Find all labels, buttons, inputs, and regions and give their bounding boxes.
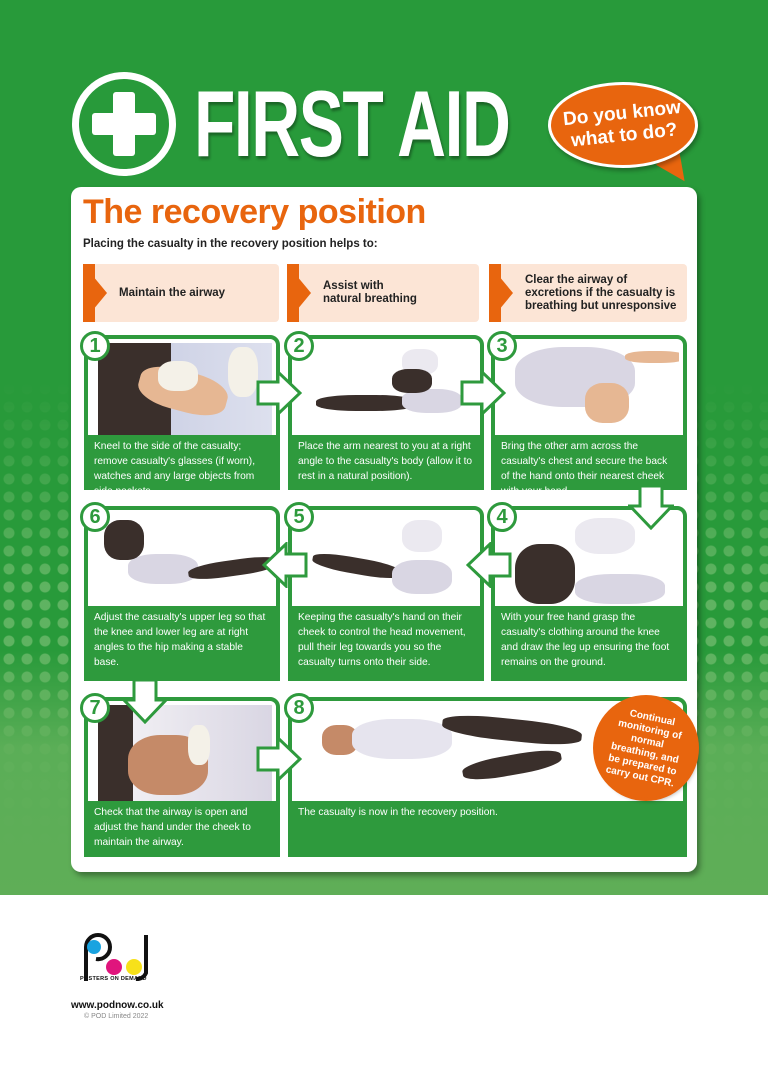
arrow-right-icon — [287, 264, 311, 322]
cpr-warning-badge: Continual monitoring of normal breathing… — [596, 698, 696, 798]
step-number-badge: 4 — [487, 502, 517, 532]
arrow-left-icon — [262, 542, 308, 588]
step-number-badge: 8 — [284, 693, 314, 723]
benefit-text: breathing but unresponsive — [525, 299, 677, 312]
step-number-badge: 7 — [80, 693, 110, 723]
footer-url[interactable]: www.podnow.co.uk — [71, 1000, 164, 1011]
poster-title: FIRST AID — [194, 71, 511, 176]
benefit-text: Clear the airway of — [525, 273, 628, 286]
arrow-right-icon — [256, 736, 302, 782]
step-5: 5 Keeping the casualty's hand on their c… — [284, 502, 484, 681]
step-caption: Kneel to the side of the casualty; remov… — [88, 435, 276, 497]
arrow-left-icon — [466, 542, 512, 588]
badge-text: Continual monitoring of normal breathing… — [604, 707, 683, 790]
step-photo — [302, 514, 476, 610]
speech-bubble: Do you know what to do? — [548, 82, 698, 168]
step-caption: Keeping the casualty's hand on their che… — [292, 606, 480, 677]
footer-copyright: © POD Limited 2022 — [84, 1013, 149, 1020]
step-photo — [302, 343, 476, 439]
step-photo — [98, 343, 272, 439]
step-number-badge: 5 — [284, 502, 314, 532]
step-caption: Place the arm nearest to you at a right … — [292, 435, 480, 486]
arrow-right-icon — [83, 264, 107, 322]
step-7: 7 Check that the airway is open and adju… — [80, 693, 280, 857]
arrow-right-icon — [489, 264, 513, 322]
step-caption: The casualty is now in the recovery posi… — [292, 801, 683, 853]
step-number-badge: 6 — [80, 502, 110, 532]
step-caption: Check that the airway is open and adjust… — [88, 801, 276, 853]
section-title: The recovery position — [83, 193, 426, 231]
benefit-text: excretions if the casualty is — [525, 286, 676, 299]
step-caption: With your free hand grasp the casualty's… — [495, 606, 683, 677]
benefit-maintain-airway: Maintain the airway — [83, 264, 279, 322]
step-6: 6 Adjust the casualty's upper leg so tha… — [80, 502, 280, 681]
first-aid-cross-icon — [72, 72, 176, 176]
step-2: 2 Place the arm nearest to you at a righ… — [284, 331, 484, 490]
step-photo — [98, 705, 272, 805]
arrow-right-icon — [256, 370, 302, 416]
pod-tagline: POSTERS ON DEMAND — [80, 976, 147, 982]
arrow-right-icon — [460, 370, 506, 416]
step-number-badge: 1 — [80, 331, 110, 361]
benefit-text: Assist with — [323, 280, 384, 292]
step-1: 1 Kneel to the side of the casualty; rem… — [80, 331, 280, 497]
step-number-badge: 2 — [284, 331, 314, 361]
benefit-text: natural breathing — [323, 293, 417, 305]
pod-logo — [84, 933, 148, 981]
step-caption: Bring the other arm across the casualty'… — [495, 435, 683, 497]
step-photo — [98, 514, 272, 610]
poster-header: FIRST AID Do you know what to do? — [70, 68, 710, 190]
step-caption: Adjust the casualty's upper leg so that … — [88, 606, 276, 677]
arrow-down-icon — [122, 678, 168, 724]
section-intro: Placing the casualty in the recovery pos… — [83, 238, 378, 250]
step-photo — [505, 514, 679, 610]
step-photo — [505, 343, 679, 439]
arrow-down-icon — [628, 484, 674, 530]
benefit-text: Maintain the airway — [119, 286, 226, 299]
step-number-badge: 3 — [487, 331, 517, 361]
step-4: 4 With your free hand grasp the casualty… — [487, 502, 687, 681]
step-3: 3 Bring the other arm across the casualt… — [487, 331, 687, 497]
